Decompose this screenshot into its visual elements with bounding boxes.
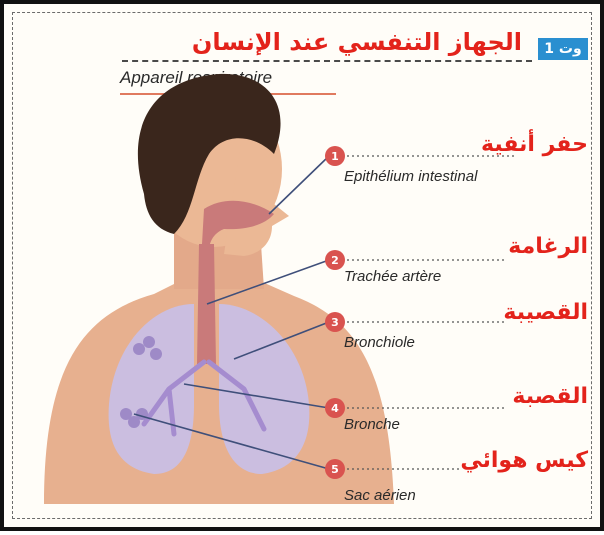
- label-fr-4: Bronche: [344, 416, 400, 433]
- label-ar-1: حفر أنفية: [481, 132, 588, 157]
- label-fr-1: Epithélium intestinal: [344, 168, 477, 185]
- marker-1: 1: [325, 146, 345, 166]
- label-fr-3: Bronchiole: [344, 334, 415, 351]
- label-ar-4: القصبة: [512, 384, 588, 409]
- marker-4: 4: [325, 398, 345, 418]
- label-ar-2: الرغامة: [508, 234, 588, 259]
- trachea: [197, 244, 216, 364]
- marker-2: 2: [325, 250, 345, 270]
- marker-3: 3: [325, 312, 345, 332]
- label-fr-2: Trachée artère: [344, 268, 441, 285]
- label-ar-3: القصيبة: [503, 300, 588, 325]
- marker-5: 5: [325, 459, 345, 479]
- label-ar-5: كيس هوائي: [460, 448, 588, 473]
- label-fr-5: Sac aérien: [344, 487, 416, 504]
